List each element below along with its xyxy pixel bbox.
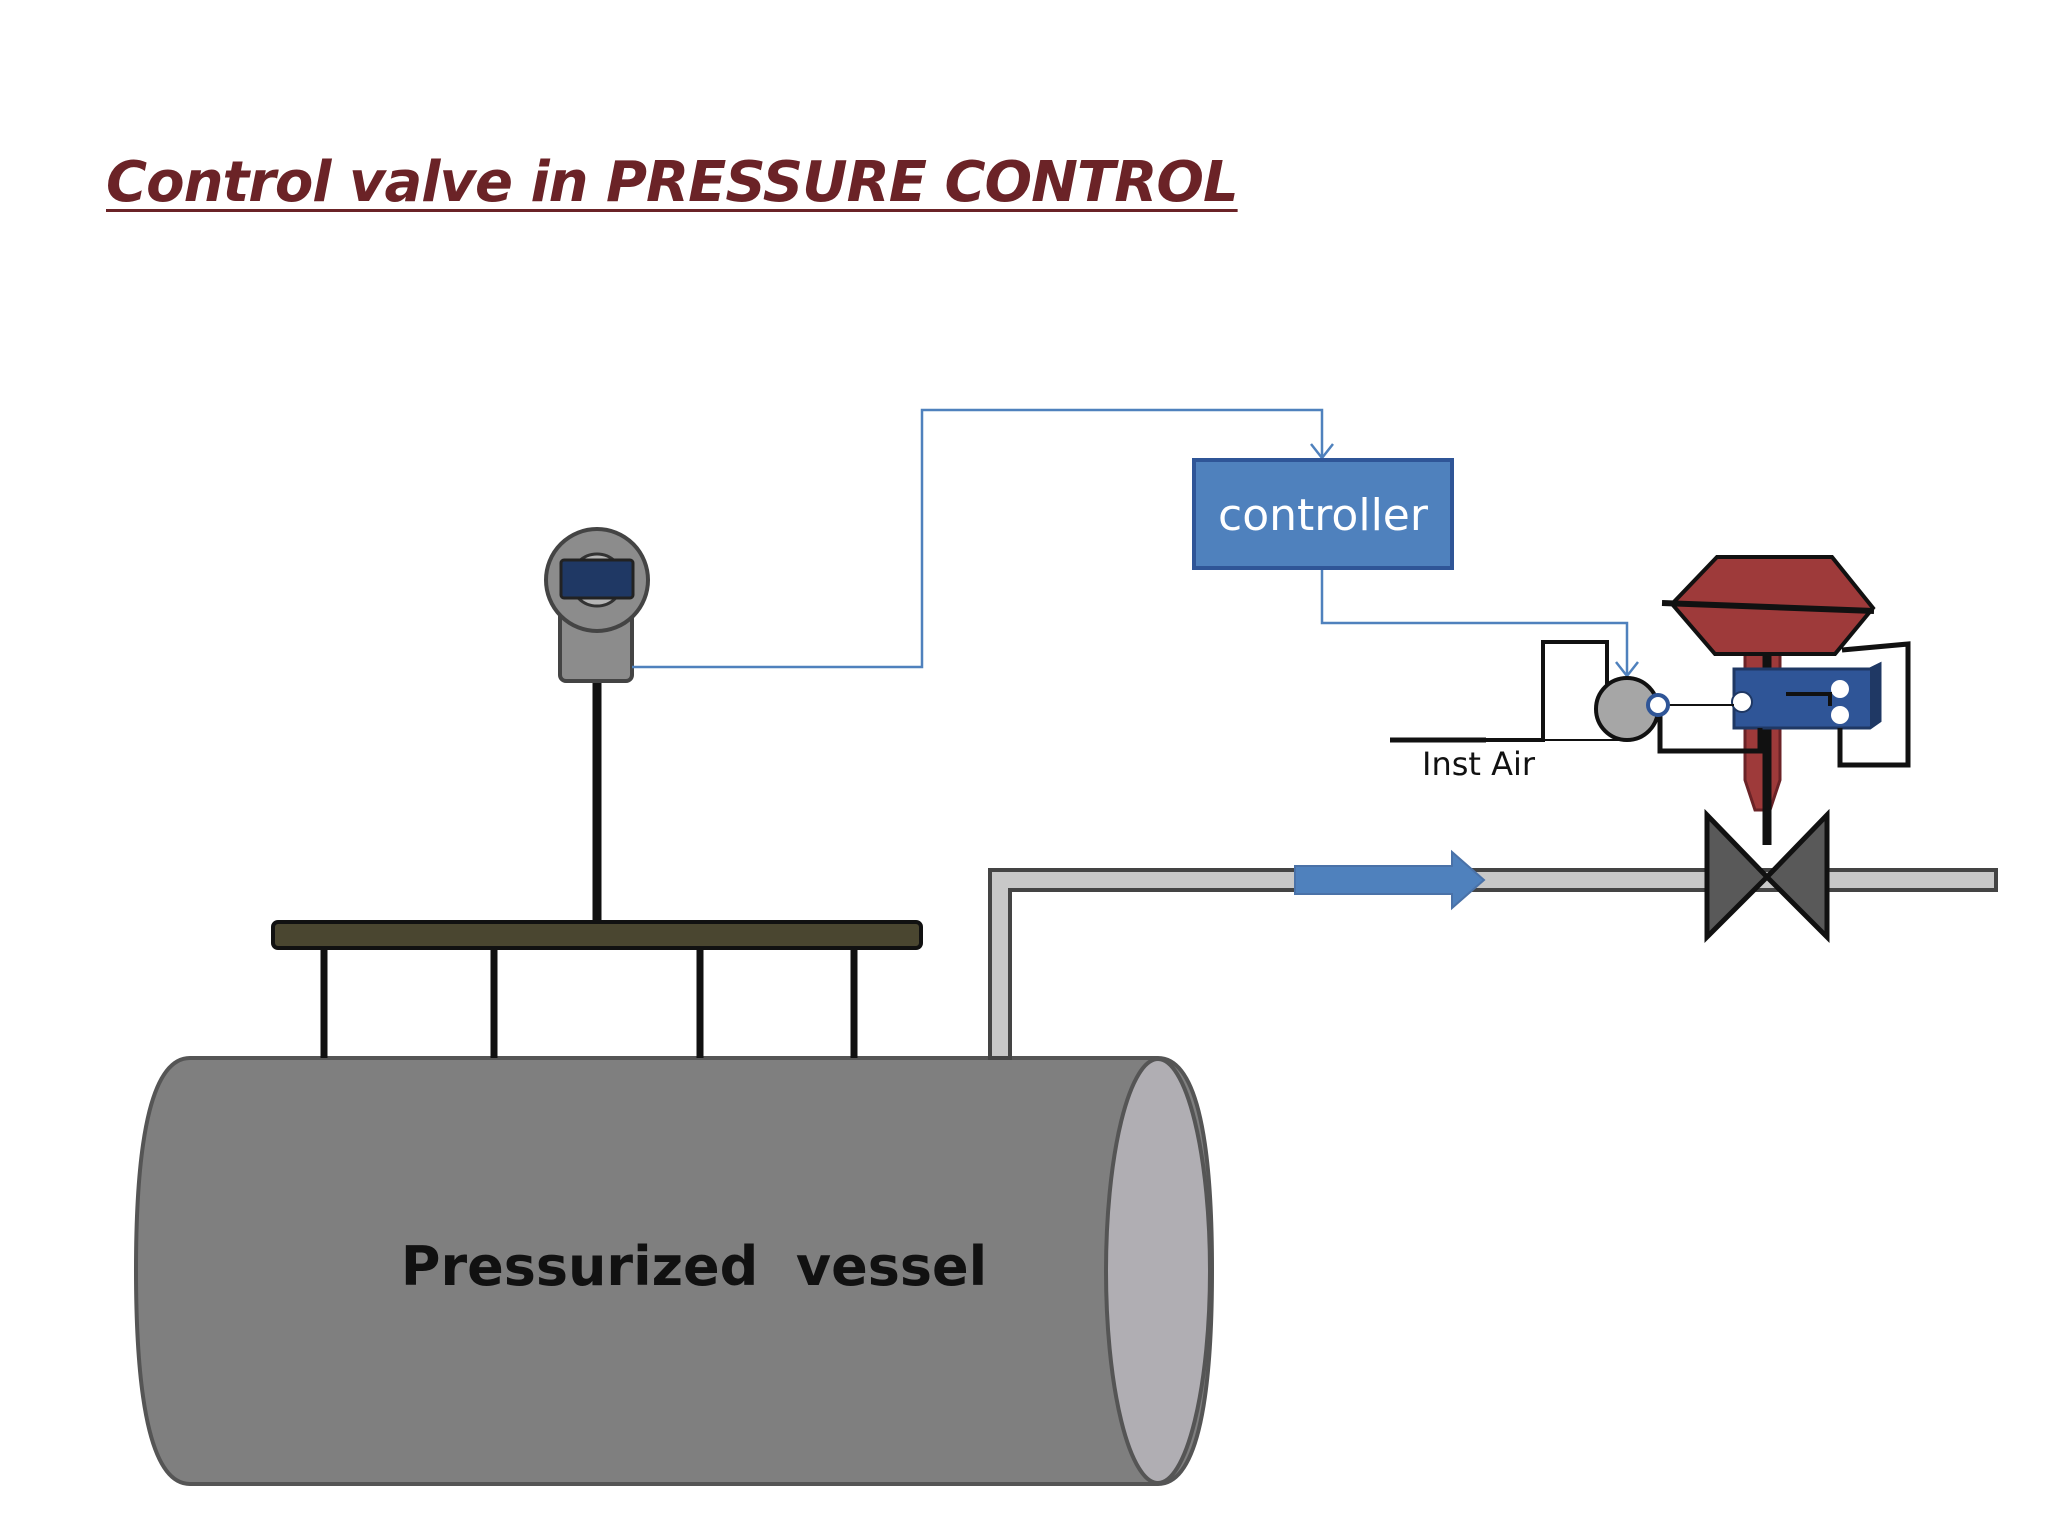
- controller-label: controller: [1218, 490, 1429, 541]
- valve-body-right: [1763, 808, 1830, 944]
- ip-transducer: [1594, 676, 1670, 742]
- vessel-end-cap: [1104, 1057, 1212, 1485]
- valve-body-left: [1704, 808, 1771, 944]
- page-title: Control valve in PRESSURE CONTROL: [106, 150, 1239, 215]
- signal-lines: [632, 408, 1639, 679]
- pressure-transmitter-icon: [544, 527, 650, 683]
- pressurized-vessel: Pressurized vessel: [133, 1056, 1215, 1486]
- measurement-signal-line: [632, 408, 1324, 669]
- controller-output-line: [1320, 568, 1629, 676]
- instrument-air-supply: Inst Air: [1390, 640, 1632, 783]
- outlet-pipe: [988, 849, 1998, 1060]
- controller-block: controller: [1192, 458, 1454, 570]
- sensing-manifold: [271, 680, 923, 1058]
- vessel-label: Pressurized vessel: [401, 1235, 987, 1298]
- valve-positioner: [1657, 641, 1911, 768]
- transmitter-display: [559, 558, 635, 600]
- manifold-bar: [271, 920, 923, 950]
- flow-arrow-icon: [1294, 849, 1486, 911]
- inst-air-label: Inst Air: [1422, 745, 1536, 783]
